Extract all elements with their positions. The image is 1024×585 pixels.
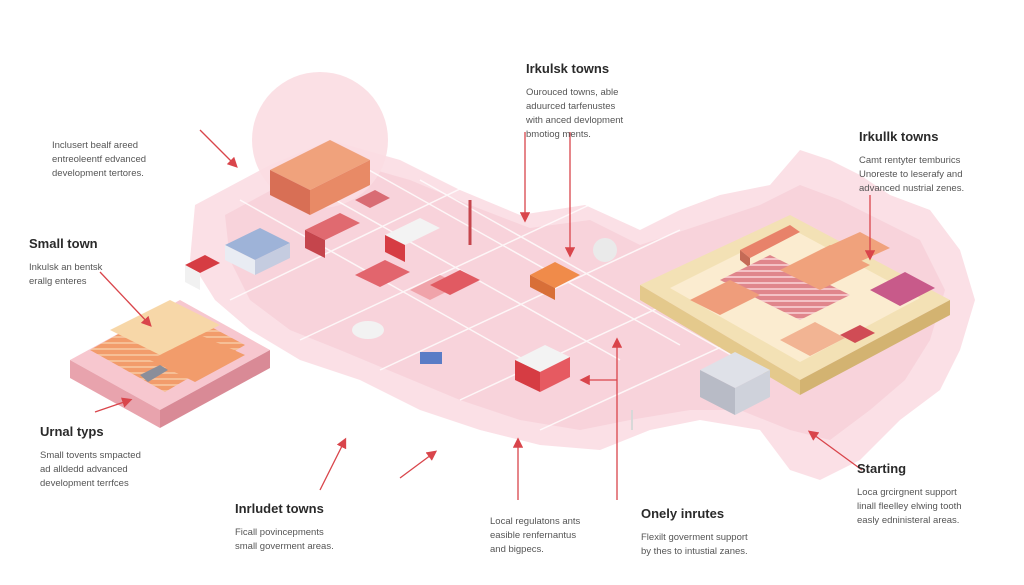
annotation-small-town: Small town Inkulsk an bentsk erallg ente…	[29, 236, 169, 289]
annotation-irkulsk-top: Irkulsk towns Ourouced towns, able aduur…	[526, 61, 666, 142]
annotation-inrludet-towns: Inrludet towns Ficall povincepments smal…	[235, 501, 395, 554]
annotation-body: Small tovents smpacted ad alldedd advanc…	[40, 450, 141, 489]
annotation-title: Onely inrutes	[641, 506, 725, 521]
annotation-local-regulations: Local regulatons ants easible renfernant…	[490, 515, 610, 557]
annotation-title: Irkullk towns	[859, 129, 939, 144]
arrow-small-town	[99, 271, 152, 327]
industrial-zone-platform	[640, 215, 950, 395]
annotation-title: Starting	[857, 461, 907, 476]
annotation-irkullk-right: Irkullk towns Camt rentyter temburics Un…	[859, 129, 1009, 196]
arrow-inrludet-right	[399, 450, 438, 479]
annotation-top-left: Inclusert bealf areed entreoleentf edvan…	[52, 139, 222, 181]
small-town-platform	[70, 300, 270, 428]
callout-arrows	[94, 129, 876, 500]
annotation-body: Ficall povincepments small goverment are…	[235, 527, 334, 552]
arrow-inrludet-left	[319, 437, 347, 491]
annotation-body: Inclusert bealf areed entreoleentf edvan…	[52, 140, 147, 179]
annotation-title: Inrludet towns	[235, 501, 324, 516]
annotation-body: Camt rentyter temburics Unoreste to lese…	[859, 155, 965, 194]
annotation-title: Small town	[29, 236, 98, 251]
annotation-urnal-typs: Urnal typs Small tovents smpacted ad all…	[40, 424, 190, 491]
annotation-body: Inkulsk an bentsk erallg enteres	[29, 262, 103, 287]
annotation-title: Urnal typs	[40, 424, 104, 439]
annotation-onely-inrutes: Onely inrutes Flexilt goverment support …	[641, 506, 801, 559]
annotation-body: Local regulatons ants easible renfernant…	[490, 516, 581, 555]
annotation-body: Loca grcirgnent support linall fleelley …	[857, 487, 962, 526]
arrow-starting	[807, 430, 863, 471]
annotation-body: Flexilt goverment support by thes to int…	[641, 532, 748, 557]
annotation-body: Ourouced towns, able aduurced tarfenuste…	[526, 87, 624, 140]
annotation-title: Irkulsk towns	[526, 61, 610, 76]
central-buildings	[185, 140, 770, 430]
annotation-starting: Starting Loca grcirgnent support linall …	[857, 461, 1012, 528]
arrow-top-left	[199, 129, 238, 168]
arrow-urnal	[94, 397, 133, 413]
